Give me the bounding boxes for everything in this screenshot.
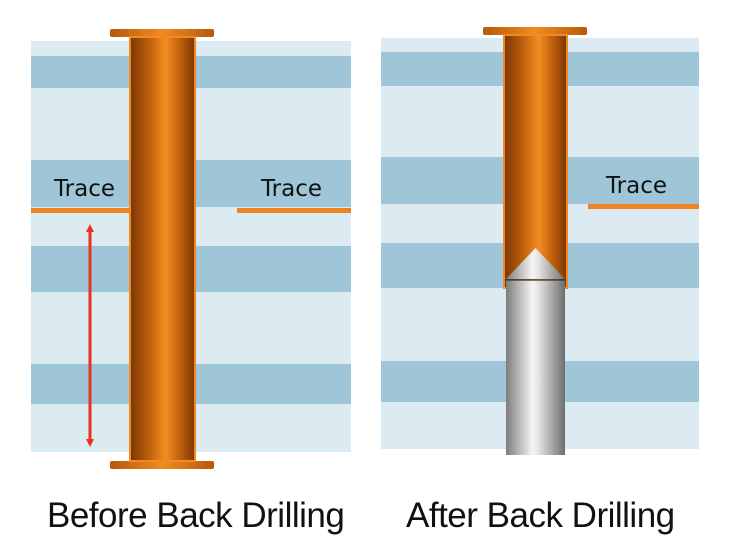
plated-via-barrel xyxy=(129,36,196,462)
drill-bit-body xyxy=(506,280,565,455)
caption-after: After Back Drilling xyxy=(406,496,675,535)
plated-via-barrel xyxy=(503,34,568,289)
before-panel: Trace Trace Before Back Drilling xyxy=(31,29,351,535)
trace-line-left xyxy=(31,208,131,213)
via-flange-bottom xyxy=(110,461,214,469)
trace-label-right: Trace xyxy=(605,173,667,199)
via-flange-top xyxy=(110,29,214,37)
drill-bit-tip xyxy=(506,248,565,279)
trace-label-right: Trace xyxy=(260,176,322,202)
via-flange-top xyxy=(483,27,587,35)
trace-line-right xyxy=(237,208,351,213)
caption-before: Before Back Drilling xyxy=(47,496,344,535)
trace-label-left: Trace xyxy=(53,176,115,202)
after-panel: Trace After Back Drilling xyxy=(381,27,699,535)
trace-line-right xyxy=(588,204,699,209)
